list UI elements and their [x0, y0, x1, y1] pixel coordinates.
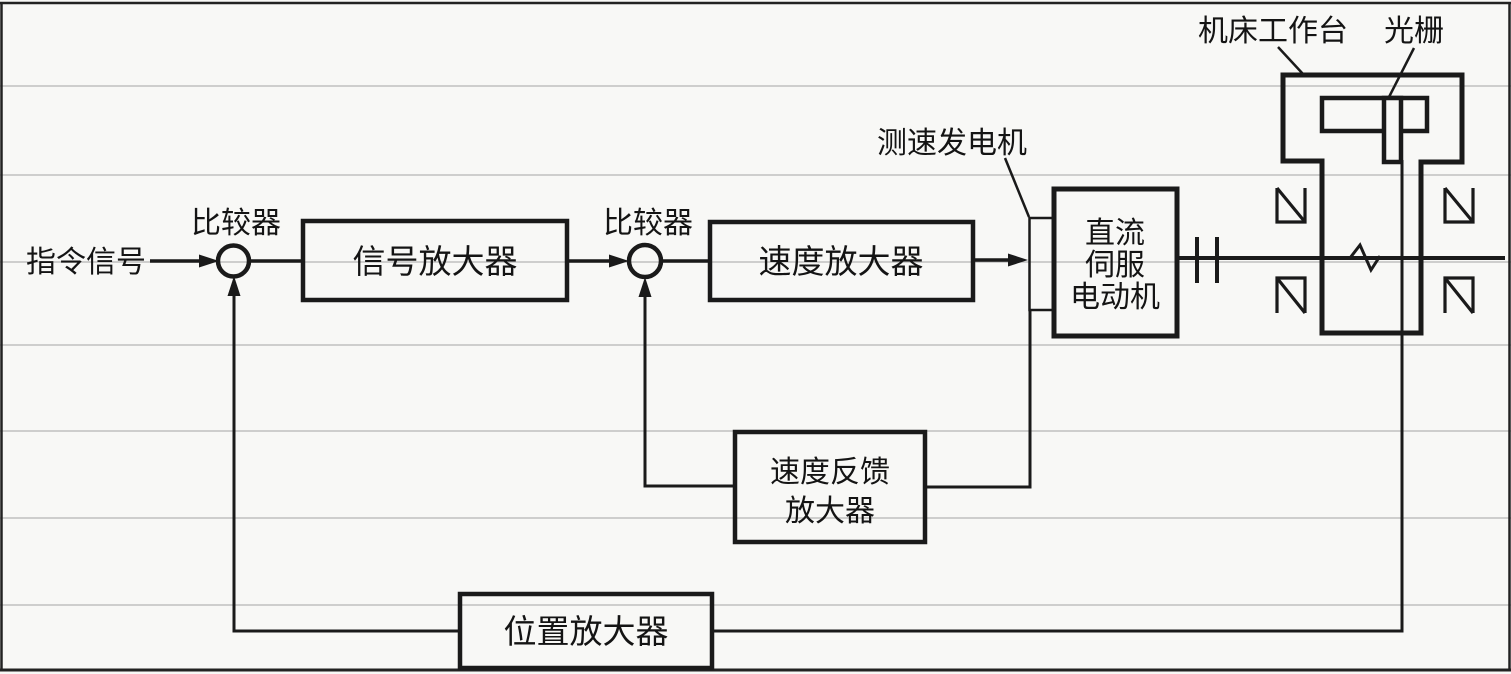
block-boxes [300, 186, 1180, 671]
position-amplifier-label: 位置放大器 [504, 614, 669, 651]
leadscrew-shaft [1177, 237, 1505, 283]
arrow-up-into-comparator1 [227, 276, 241, 296]
speed-amplifier-label: 速度放大器 [759, 244, 924, 281]
grating-scale [1319, 95, 1430, 134]
shaft-break-symbol [1348, 242, 1382, 274]
signal-amplifier-box [300, 218, 570, 303]
comparator1-circle [215, 243, 252, 279]
signal-amplifier-label: 信号放大器 [353, 244, 518, 281]
position-feedback-line-right [712, 160, 1404, 633]
arrow-into-tacho [1008, 253, 1028, 267]
arrowheads [199, 253, 1028, 297]
tachogenerator-box [1028, 216, 1056, 312]
signal-path-lines [150, 258, 1015, 263]
comparator2-circle [626, 242, 664, 280]
bearing-bottom-right [1443, 276, 1475, 314]
speed-feedback-amplifier-box [732, 429, 928, 545]
bearings [1275, 186, 1475, 314]
tacho-feedback-line [925, 310, 1032, 489]
page-ruling-lines [0, 85, 1511, 606]
grating-reading-head [1381, 95, 1404, 165]
command-signal-label: 指令信号 [26, 246, 146, 279]
speed-feedback-label-line2: 放大器 [785, 495, 875, 528]
speed-feedback-amplifier-label: 速度反馈 放大器 [770, 456, 890, 528]
worktable-leader-line [1277, 46, 1304, 75]
motor-label-line3: 电动机 [1070, 281, 1160, 314]
bearing-top-right [1443, 186, 1475, 224]
motor-label-line2: 伺服 [1085, 249, 1145, 282]
speed-amplifier-box [707, 219, 976, 303]
worktable-label: 机床工作台 [1198, 15, 1348, 48]
comparator1-label: 比较器 [191, 207, 281, 240]
feedback-lines [232, 160, 1404, 633]
motor-label: 直流 伺服 电动机 [1070, 217, 1160, 314]
bearing-top-left [1275, 186, 1307, 224]
speed-feedback-label-line1: 速度反馈 [770, 456, 890, 489]
position-feedback-line-left [232, 288, 460, 633]
arrow-into-comparator1 [199, 254, 219, 268]
motor-label-line1: 直流 [1085, 217, 1145, 250]
bearing-bottom-left [1275, 276, 1307, 314]
arrow-up-into-comparator2 [638, 277, 652, 297]
worktable-outline [1280, 72, 1465, 336]
tachogenerator-label: 测速发电机 [877, 127, 1027, 160]
comparator2-label: 比较器 [603, 207, 693, 240]
tacho-leader-line [1003, 157, 1031, 218]
arrow-into-comparator2 [609, 254, 629, 268]
position-amplifier-box [457, 591, 715, 671]
grating-label: 光栅 [1384, 15, 1444, 48]
speed-feedback-line [643, 289, 735, 488]
